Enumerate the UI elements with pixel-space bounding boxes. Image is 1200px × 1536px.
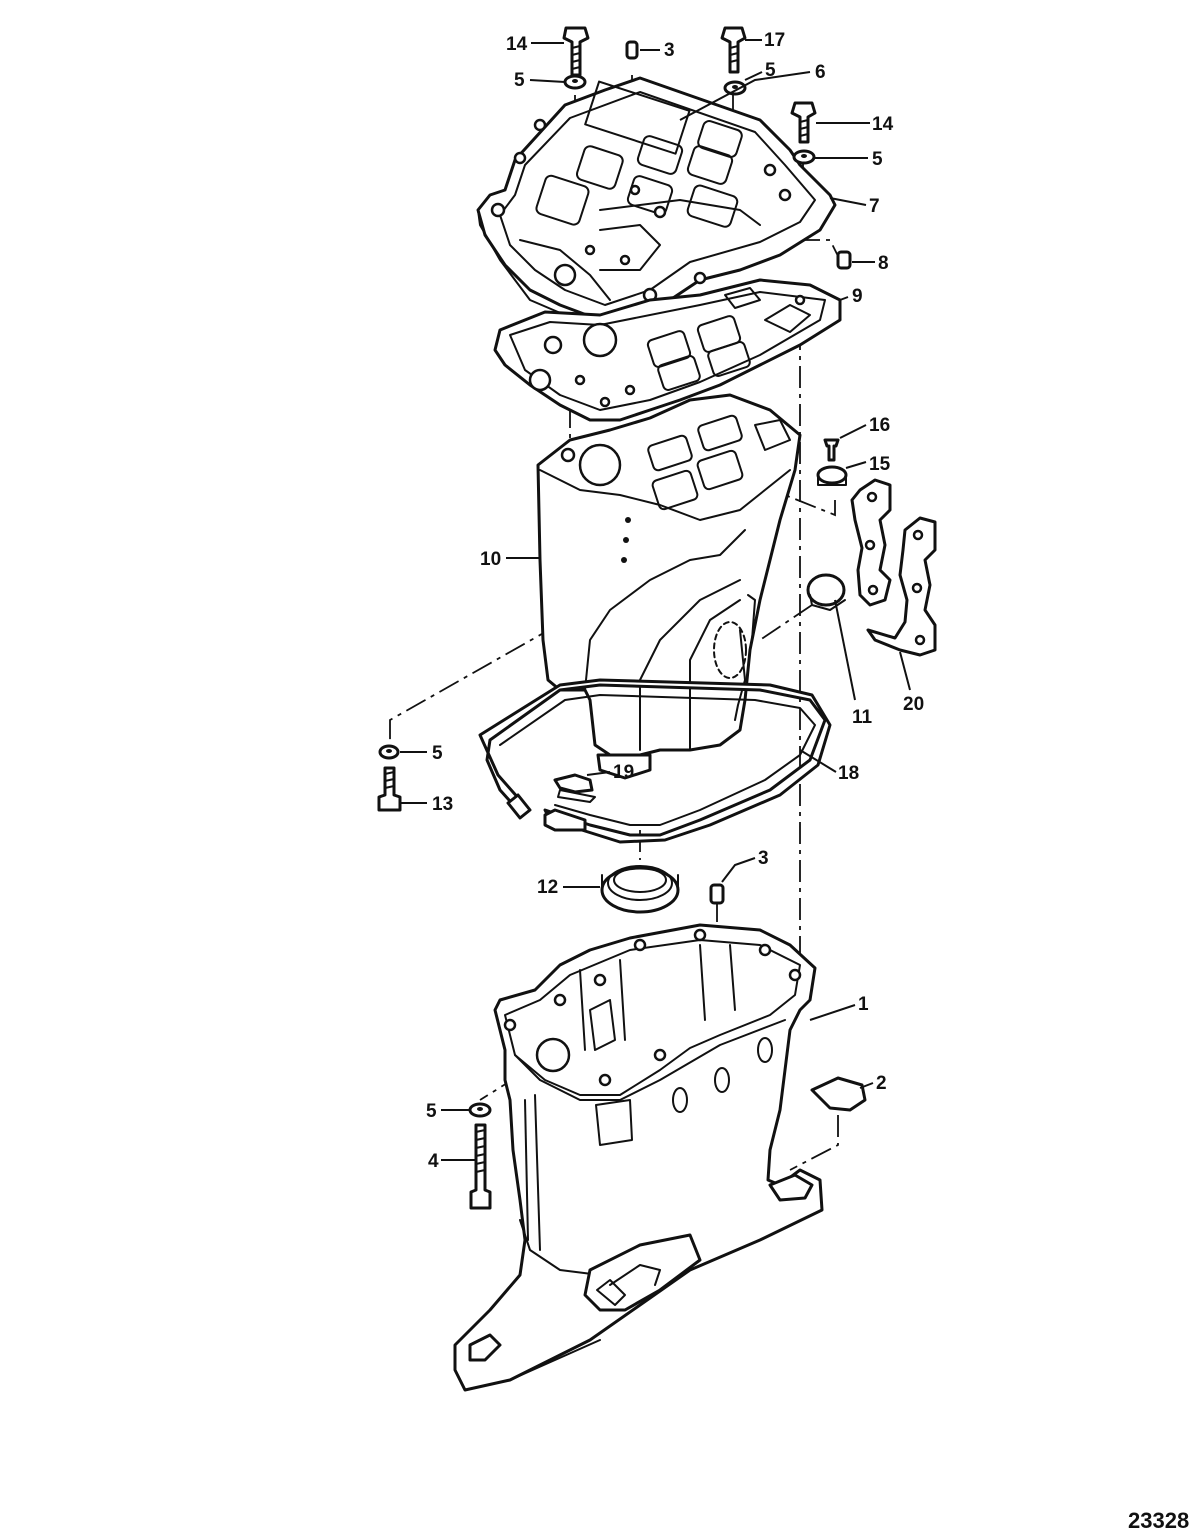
callout-5-right: 5 bbox=[872, 149, 883, 170]
washer-part-5-right bbox=[792, 149, 816, 165]
callout-14-right: 14 bbox=[872, 114, 894, 135]
callout-4: 4 bbox=[428, 1151, 439, 1172]
leader-lines bbox=[400, 39, 911, 1161]
callout-16: 16 bbox=[869, 415, 890, 436]
callout-19: 19 bbox=[613, 762, 634, 783]
washer-part-5-left-middle bbox=[378, 744, 400, 760]
bolt-part-14-upper-left bbox=[562, 26, 590, 77]
callout-1: 1 bbox=[858, 994, 869, 1015]
housing-part-1 bbox=[453, 923, 824, 1392]
seal-part-18 bbox=[478, 678, 832, 844]
callout-14-upper-left: 14 bbox=[506, 34, 528, 55]
callout-5-lower-left: 5 bbox=[426, 1101, 437, 1122]
clip-part-19 bbox=[553, 773, 596, 803]
dowel-part-8 bbox=[836, 250, 852, 270]
callout-2: 2 bbox=[876, 1073, 887, 1094]
cover-part-2 bbox=[810, 1076, 867, 1112]
gasket-part-9 bbox=[493, 278, 842, 422]
washer-part-5-upper-middle bbox=[723, 80, 747, 96]
dowel-part-3-lower bbox=[709, 883, 725, 905]
callout-6: 6 bbox=[815, 62, 826, 83]
washer-part-15 bbox=[816, 465, 848, 486]
seal-ring-part-12 bbox=[600, 865, 680, 914]
callout-13: 13 bbox=[432, 794, 453, 815]
callout-3-upper: 3 bbox=[664, 40, 675, 61]
callout-12: 12 bbox=[537, 877, 558, 898]
bolt-part-14-right bbox=[790, 101, 817, 144]
callout-17: 17 bbox=[764, 30, 785, 51]
adapter-plate-part-7 bbox=[476, 76, 837, 333]
callout-3-lower: 3 bbox=[758, 848, 769, 869]
driveshaft-housing-part-10 bbox=[536, 393, 802, 780]
screw-part-16 bbox=[823, 438, 840, 462]
callout-20: 20 bbox=[903, 694, 924, 715]
callout-9: 9 bbox=[852, 286, 863, 307]
bracket-part-20 bbox=[850, 478, 937, 657]
callout-labels: 14 3 17 5 5 6 14 5 7 8 9 16 15 10 11 20 … bbox=[426, 30, 924, 1172]
callout-10: 10 bbox=[480, 549, 501, 570]
figure-number: 23328 bbox=[1128, 1508, 1189, 1533]
bolt-part-17 bbox=[720, 26, 747, 74]
callout-5-upper-middle: 5 bbox=[765, 60, 776, 81]
callout-7: 7 bbox=[869, 196, 880, 217]
bolt-part-4 bbox=[469, 1123, 492, 1210]
callout-5-left-middle: 5 bbox=[432, 743, 443, 764]
callout-5-upper-left: 5 bbox=[514, 70, 525, 91]
dowel-part-3-upper bbox=[625, 40, 639, 60]
callout-11: 11 bbox=[852, 707, 873, 728]
callout-15: 15 bbox=[869, 454, 891, 475]
callout-8: 8 bbox=[878, 253, 889, 274]
plug-part-11 bbox=[806, 573, 846, 611]
bolt-part-13 bbox=[377, 766, 402, 812]
washer-part-5-upper-left bbox=[563, 74, 587, 90]
washer-part-5-lower-left bbox=[468, 1102, 492, 1118]
callout-18: 18 bbox=[838, 763, 859, 784]
